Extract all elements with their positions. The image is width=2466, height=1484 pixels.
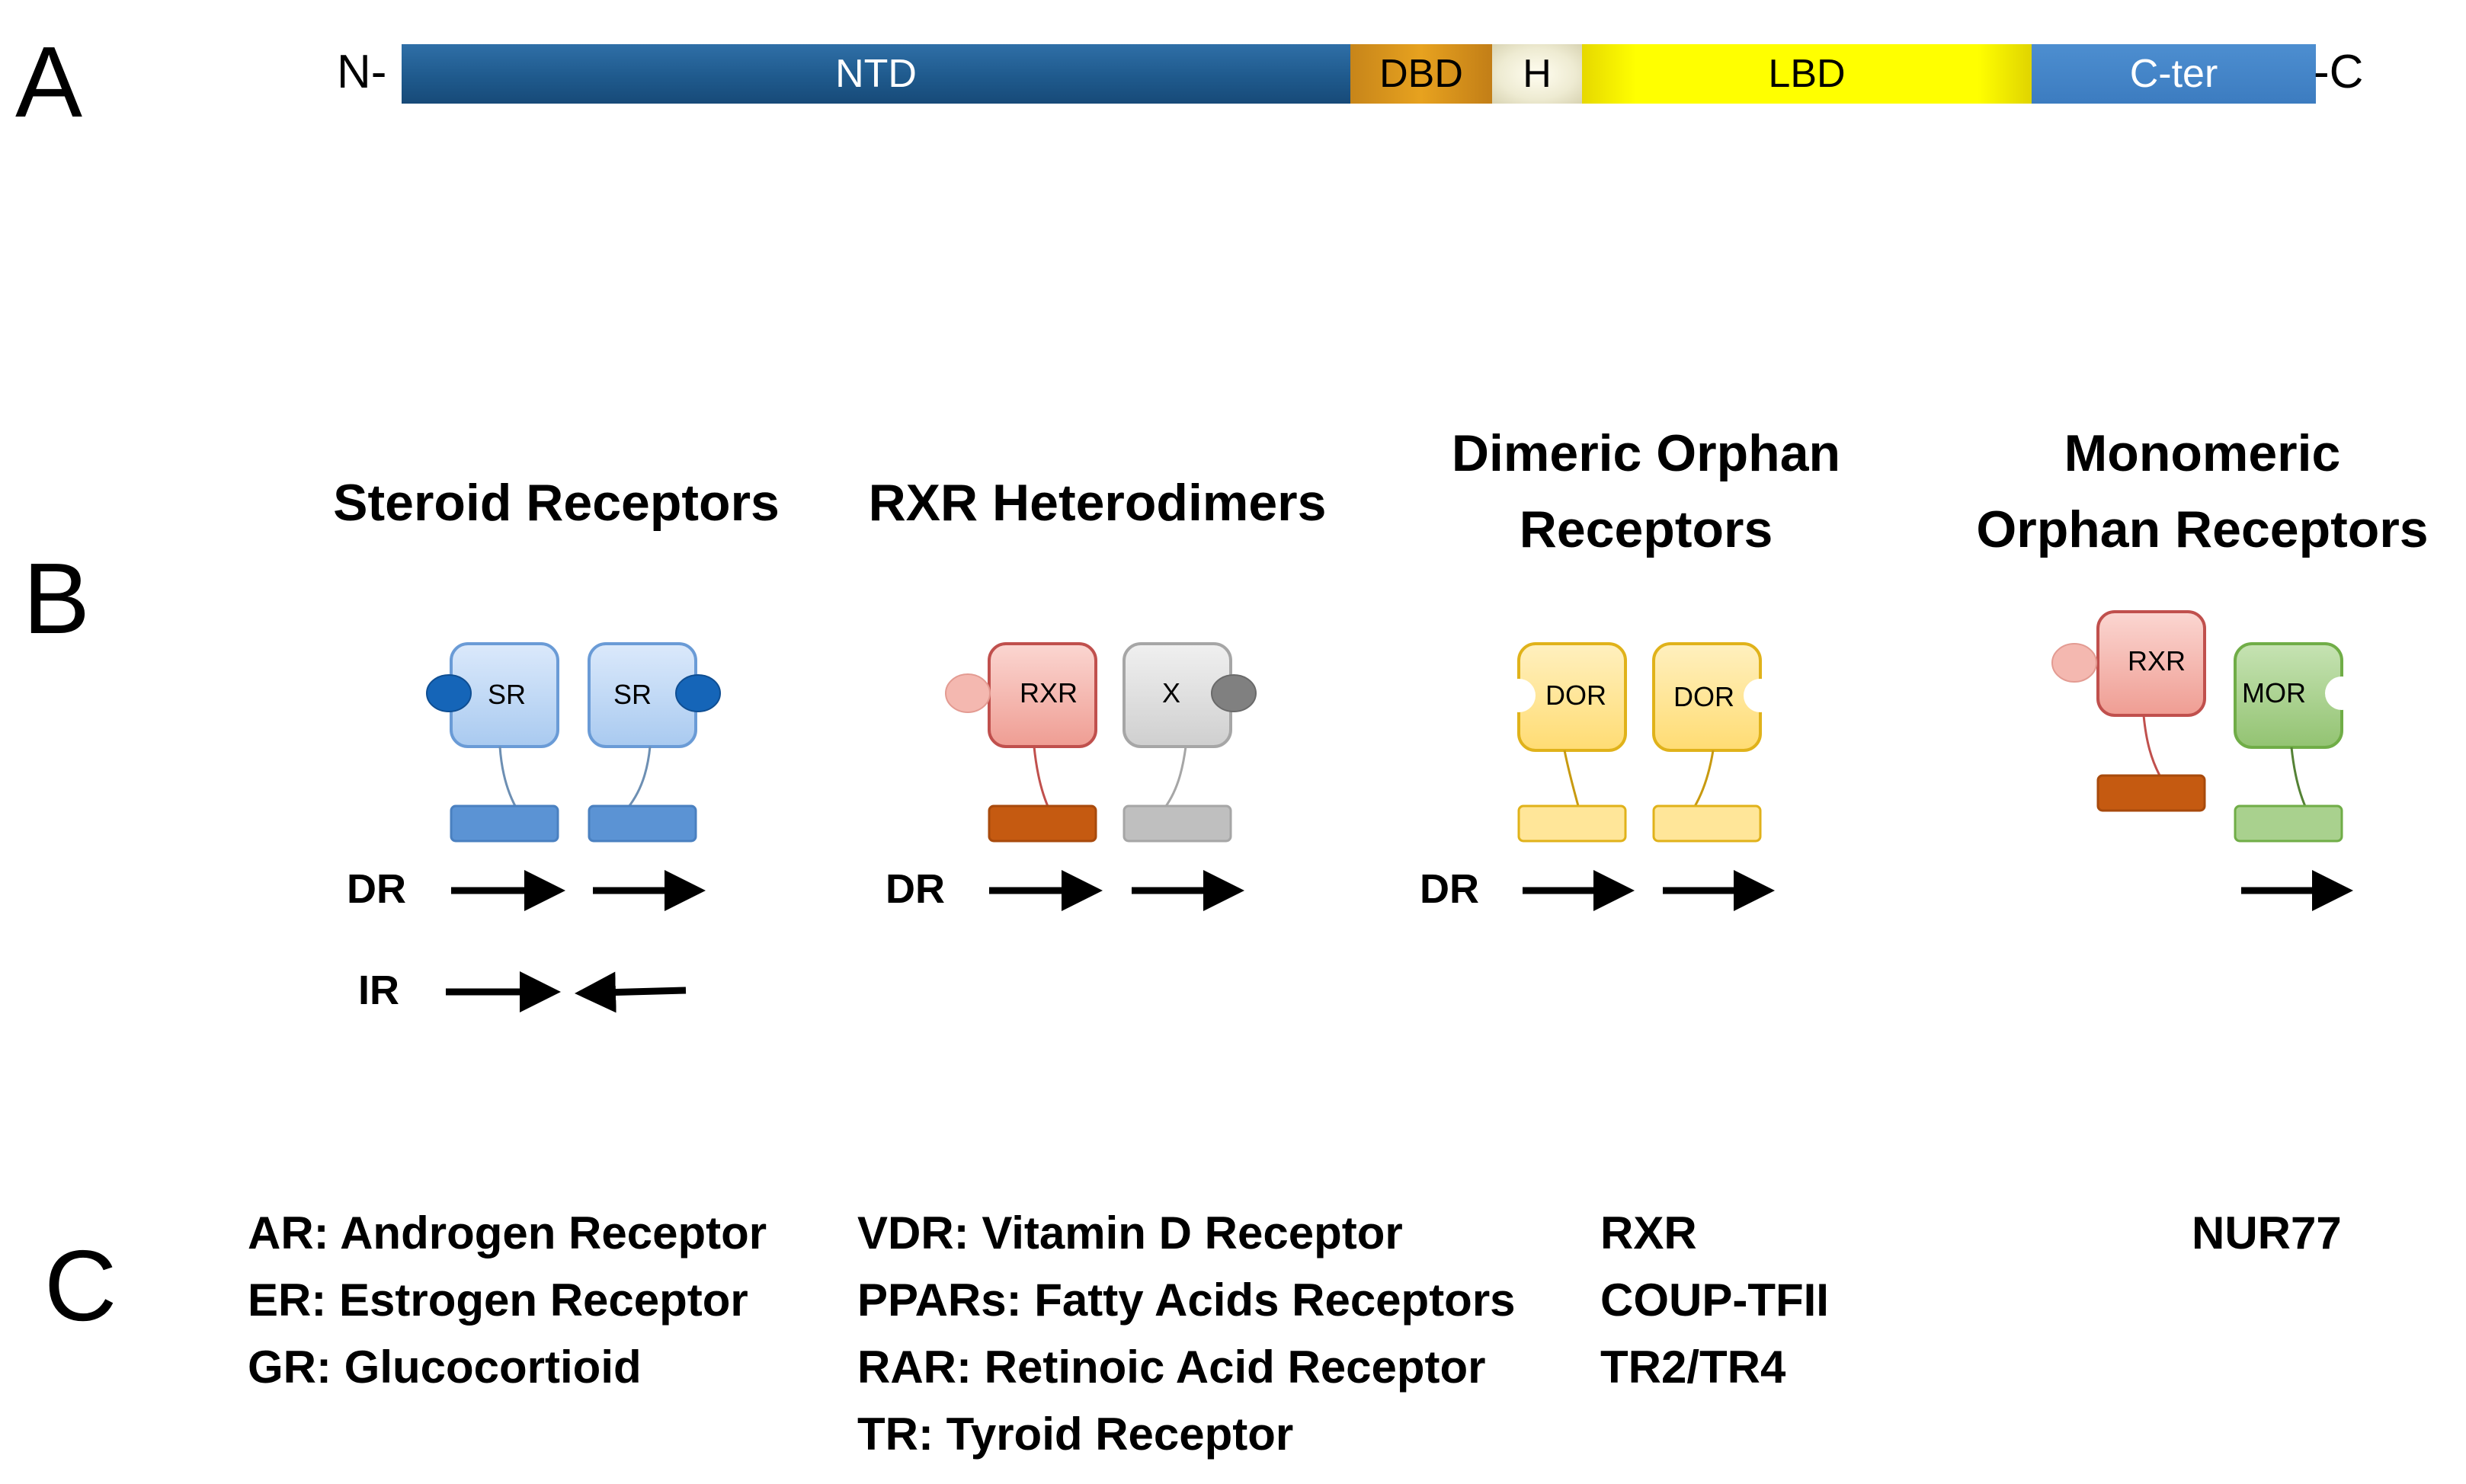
group-title-monomeric-line2: Orphan Receptors [1976,501,2429,558]
sr-ir-arrow-reverse [575,971,687,1013]
element-label-dr-rxr: DR [886,866,945,912]
dor-right-pocket [1744,679,1777,712]
dor-left-label: DOR [1545,680,1606,711]
n-terminus-label: N- [337,46,387,98]
steroid-receptor-dimer: SR SR [426,642,721,1013]
mono-rxr-dbd [2096,774,2206,812]
dor-left-linker [1563,750,1581,812]
sr-right-linker [623,746,652,812]
dor-right-linker [1690,750,1715,812]
group-title-rxr-line1: RXR Heterodimers [868,474,1327,532]
mor-pocket [2325,676,2359,710]
mono-rxr-ligand [2051,643,2097,683]
example-tr2-tr4: TR2/TR4 [1600,1342,1786,1393]
panel-label-b: B [23,542,91,654]
group-title-monomeric-orphan: Monomeric Orphan Receptors [1936,415,2466,568]
examples-rxr-heterodimers: VDR: Vitamin D Receptor PPARs: Fatty Aci… [857,1200,1516,1468]
sr-right-ligand [675,674,721,712]
rxr-ligand [945,673,991,713]
receptor-domain-bar: NTD DBD H LBD C-ter [402,44,2316,104]
dimeric-orphan-receptor: DOR DOR [1502,642,1777,911]
element-label-ir-steroid: IR [358,967,399,1013]
monomeric-orphan-receptor: RXR MOR [2051,610,2359,911]
sr-right-dbd [588,804,697,843]
sr-left-ligand [426,674,472,712]
sr-left-dbd [450,804,559,843]
domain-lbd: LBD [1582,44,2032,104]
x-partner-dbd [1123,804,1232,843]
example-nur77: NUR77 [2192,1207,2342,1259]
element-label-dr-dimeric: DR [1420,866,1479,912]
panel-label-a: A [15,26,83,138]
rxr-heterodimer: RXR X [945,642,1257,911]
mono-rxr-linker [2142,715,2164,782]
rxr-linker [1033,746,1052,812]
mono-rxr-label: RXR [2128,645,2186,676]
x-partner-label: X [1162,677,1180,708]
example-rxr: RXR [1600,1207,1697,1259]
rxr-label: RXR [1020,677,1078,708]
group-title-monomeric-line1: Monomeric [2064,424,2341,482]
panel-label-c: C [44,1230,117,1342]
example-ar: AR: Androgen Receptor [248,1207,767,1259]
group-title-dimeric-orphan: Dimeric Orphan Receptors [1379,415,1913,568]
domain-hinge: H [1492,44,1582,104]
example-vdr: VDR: Vitamin D Receptor [857,1207,1403,1259]
domain-ntd: NTD [402,44,1350,104]
group-title-rxr-heterodimers: RXR Heterodimers [831,465,1364,541]
group-title-steroid-line1: Steroid Receptors [333,474,780,532]
mor-label: MOR [2242,677,2306,708]
dor-right-dbd [1652,804,1762,843]
example-rar: RAR: Retinoic Acid Receptor [857,1342,1486,1393]
sr-right-label: SR [613,679,652,710]
example-gr: GR: Glucocortioid [248,1342,642,1393]
group-title-dimeric-line1: Dimeric Orphan [1451,424,1841,482]
example-coup-tfii: COUP-TFII [1600,1275,1829,1326]
mor-dbd [2234,804,2343,843]
example-ppars: PPARs: Fatty Acids Receptors [857,1275,1516,1326]
sr-left-label: SR [488,679,526,710]
example-er: ER: Estrogen Receptor [248,1275,748,1326]
mor-linker [2290,747,2309,812]
examples-dimeric-orphan: RXR COUP-TFII TR2/TR4 [1600,1200,1829,1401]
domain-dbd: DBD [1350,44,1492,104]
dor-right-label: DOR [1673,681,1734,712]
dor-left-pocket [1502,679,1536,712]
x-partner-ligand [1211,674,1257,712]
examples-monomeric-orphan: NUR77 [2192,1200,2342,1267]
examples-steroid: AR: Androgen Receptor ER: Estrogen Recep… [248,1200,767,1401]
dor-left-dbd [1517,804,1627,843]
example-tr: TR: Tyroid Receptor [857,1409,1294,1460]
group-title-dimeric-line2: Receptors [1519,501,1773,558]
element-label-dr-steroid: DR [347,866,406,912]
x-partner-linker [1161,746,1187,812]
group-title-steroid: Steroid Receptors [290,465,823,541]
c-terminus-label: -C [2314,46,2364,98]
sr-left-linker [498,746,520,812]
rxr-dbd [988,804,1097,843]
mono-rxr-body [2096,610,2206,717]
domain-c-ter: C-ter [2032,44,2316,104]
